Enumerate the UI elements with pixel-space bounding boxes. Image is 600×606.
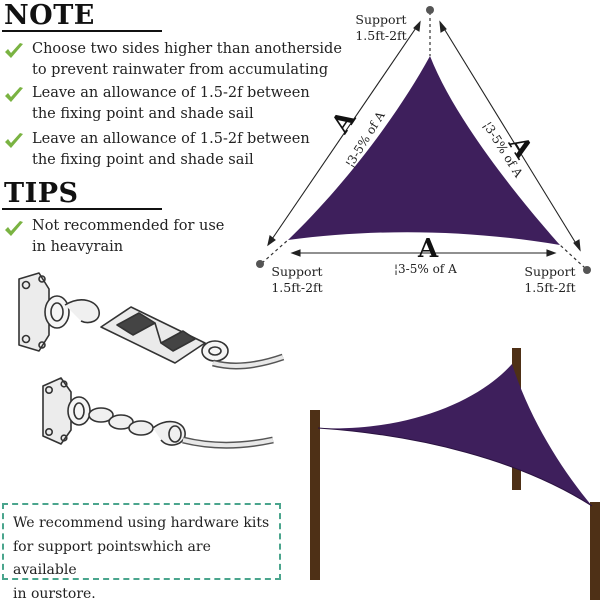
support-label-right-line1: Support: [517, 264, 583, 280]
support-label-left-line2: 1.5ft-2ft: [264, 280, 330, 296]
support-label-left-line1: Support: [264, 264, 330, 280]
side-label-left: A: [325, 105, 362, 140]
support-label-left: Support 1.5ft-2ft: [264, 264, 330, 296]
support-point-left: [256, 260, 264, 268]
support-point-right: [583, 266, 591, 274]
installed-sail-shape: [318, 364, 592, 506]
side-label-bottom: A: [417, 234, 439, 264]
support-label-right-line2: 1.5ft-2ft: [517, 280, 583, 296]
support-label-right: Support 1.5ft-2ft: [517, 264, 583, 296]
allowance-label-bottom: ¦3-5% of A: [394, 262, 457, 276]
support-label-top-line2: 1.5ft-2ft: [348, 28, 414, 44]
support-point-top: [426, 6, 434, 14]
post-left: [310, 410, 320, 580]
support-label-top-line1: Support: [348, 12, 414, 28]
post-right: [590, 502, 600, 600]
support-label-top: Support 1.5ft-2ft: [348, 12, 414, 44]
installed-sail-illustration: [300, 340, 600, 600]
